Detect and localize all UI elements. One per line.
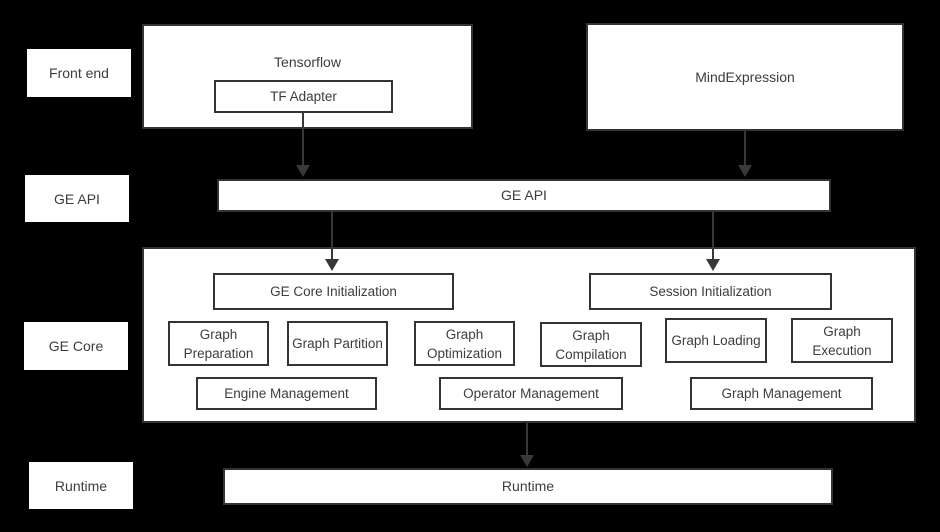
tf-adapter-box: TF Adapter	[214, 80, 393, 113]
graph-partition-box: Graph Partition	[287, 321, 388, 366]
arrow-ge-api-to-ge-core-initialization	[324, 212, 340, 271]
graph-preparation-box: Graph Preparation	[168, 321, 269, 366]
graph-optimization-box: Graph Optimization	[414, 321, 515, 366]
arrow-shaft	[302, 113, 304, 165]
row-label-runtime: Runtime	[29, 462, 133, 509]
tensorflow-label: Tensorflow	[274, 54, 341, 70]
graph-compilation-box: Graph Compilation	[540, 322, 642, 367]
arrow-head-icon	[706, 259, 720, 271]
runtime-bar: Runtime	[223, 468, 833, 505]
operator-management-box: Operator Management	[439, 377, 623, 410]
ge-core-initialization-box: GE Core Initialization	[213, 273, 454, 310]
mindexpression-box: MindExpression	[586, 23, 904, 131]
arrow-head-icon	[520, 455, 534, 467]
row-label-front-end: Front end	[27, 49, 131, 97]
arrow-shaft	[526, 423, 528, 455]
row-label-ge-core: GE Core	[24, 322, 128, 370]
arrow-tf-adapter-to-ge-api	[295, 113, 311, 177]
engine-management-box: Engine Management	[196, 377, 377, 410]
session-initialization-box: Session Initialization	[589, 273, 832, 310]
arrow-shaft	[744, 131, 746, 165]
arrow-head-icon	[296, 165, 310, 177]
mindexpression-label: MindExpression	[695, 69, 795, 85]
arrow-head-icon	[325, 259, 339, 271]
graph-execution-box: Graph Execution	[791, 318, 893, 363]
arrow-head-icon	[738, 165, 752, 177]
ge-core-container: GE Core Initialization Session Initializ…	[142, 247, 916, 423]
row-label-ge-api: GE API	[25, 175, 129, 222]
arrow-shaft	[331, 212, 333, 259]
arrow-mindexpression-to-ge-api	[737, 131, 753, 177]
arrow-ge-api-to-session-initialization	[705, 212, 721, 271]
tensorflow-box: Tensorflow TF Adapter	[142, 24, 473, 129]
ge-api-bar: GE API	[217, 179, 831, 212]
arrow-shaft	[712, 212, 714, 259]
graph-loading-box: Graph Loading	[665, 318, 767, 363]
arrow-ge-core-to-runtime	[519, 423, 535, 467]
graph-management-box: Graph Management	[690, 377, 873, 410]
